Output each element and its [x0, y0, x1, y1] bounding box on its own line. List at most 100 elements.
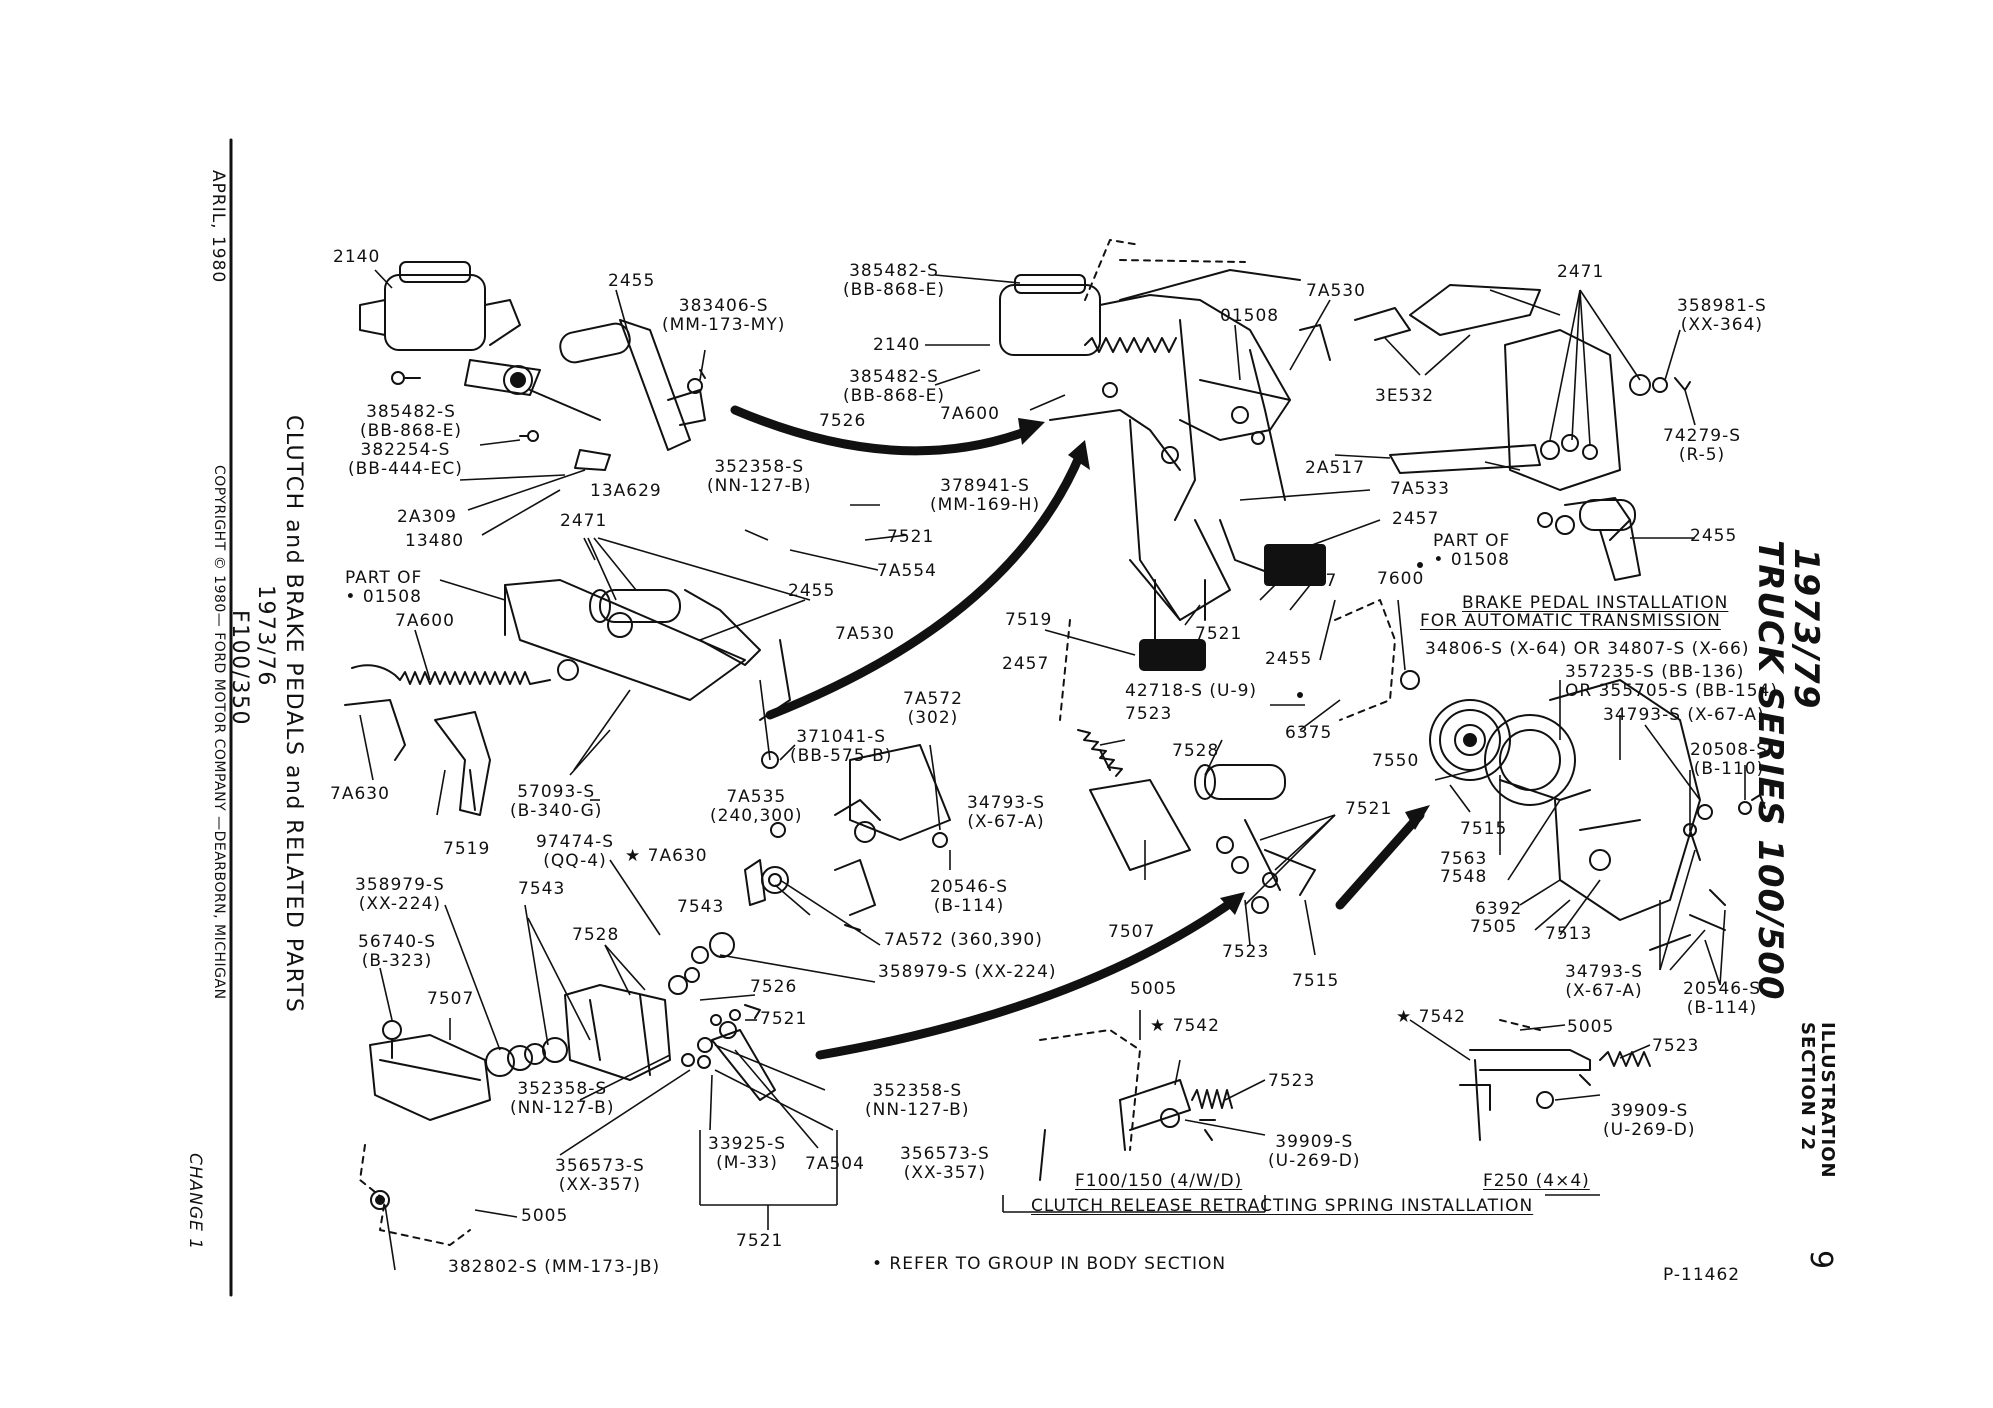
part-callout: 2140 — [333, 247, 381, 267]
part-callout: 7A600 — [940, 404, 1000, 424]
master-cylinder-left — [359, 261, 601, 421]
part-callout: 7A533 — [1390, 479, 1450, 499]
pedal-arm-left — [559, 319, 706, 451]
page-number: 9 — [1803, 1250, 1838, 1270]
section-caption: SECTION 72 — [1797, 1022, 1818, 1152]
part-callout: 2455 — [1690, 526, 1738, 546]
illustration-caption: ILLUSTRATION — [1817, 1022, 1838, 1179]
part-callout: 7507 — [427, 989, 475, 1009]
series-years: 1973/79 — [1786, 548, 1826, 710]
part-callout: 13480 — [405, 531, 465, 551]
f250-caption: F250 (4×4) — [1483, 1171, 1590, 1191]
part-callout: 7A600 — [395, 611, 455, 631]
part-callout: 7548 — [1440, 867, 1488, 887]
part-callout: 2471 — [560, 511, 608, 531]
cross-shaft-right — [1089, 749, 1316, 914]
part-callout: 5005 — [1567, 1017, 1615, 1037]
part-callout: 382254-S (BB-444-EC) — [348, 440, 463, 479]
part-callout: 356573-S (XX-357) — [900, 1144, 990, 1183]
part-callout: 371041-S (BB-575-B) — [790, 727, 893, 766]
body-section-note: • REFER TO GROUP IN BODY SECTION — [872, 1254, 1227, 1274]
part-callout: ★ 7A630 — [625, 846, 708, 866]
part-callout: 34793-S (X-67-A) — [967, 793, 1046, 832]
part-callout: 01508 — [1220, 306, 1280, 326]
part-callout: 2457 — [1392, 509, 1440, 529]
change-caption: CHANGE 1 — [185, 1153, 205, 1251]
part-callout: 39909-S (U-269-D) — [1268, 1132, 1361, 1171]
part-callout: 57093-S (B-340-G) — [510, 782, 603, 821]
part-callout: 6392 — [1475, 899, 1523, 919]
part-callout: 2A517 — [1305, 458, 1365, 478]
f100-caption: F100/150 (4/W/D) — [1075, 1171, 1243, 1191]
part-callout: 7A504 — [805, 1154, 865, 1174]
part-callout: 2140 — [873, 335, 921, 355]
part-callout: 56740-S (B-323) — [358, 932, 437, 971]
part-callout: 34793-S (X-67-A) — [1565, 962, 1644, 1001]
part-callout: 357235-S (BB-136) OR 355705-S (BB-154) — [1565, 662, 1778, 701]
part-callout: 7521 — [760, 1009, 808, 1029]
part-callout: 358979-S (XX-224) — [355, 875, 445, 914]
part-callout: 7526 — [819, 411, 867, 431]
part-callout: 7523 — [1652, 1036, 1700, 1056]
part-callout: 13A629 — [590, 481, 662, 501]
part-callout: 20546-S (B-114) — [930, 877, 1009, 916]
part-callout: PART OF • 01508 — [1433, 531, 1511, 570]
part-callout: 2455 — [1265, 649, 1313, 669]
automatic-transmission-title: BRAKE PEDAL INSTALLATION — [1462, 593, 1729, 613]
part-callout: 2471 — [1557, 262, 1605, 282]
part-callout: 358979-S (XX-224) — [878, 962, 1057, 982]
part-callout: 7523 — [1222, 942, 1270, 962]
return-spring-left — [351, 664, 551, 685]
part-callout: 358981-S (XX-364) — [1677, 296, 1767, 335]
part-callout: 74279-S (R-5) — [1663, 426, 1742, 465]
part-callout: 6375 — [1285, 723, 1333, 743]
part-callout: 7A530 — [1306, 281, 1366, 301]
part-callout: PART OF • 01508 — [345, 568, 423, 607]
automatic-transmission-subtitle: FOR AUTOMATIC TRANSMISSION — [1420, 611, 1721, 631]
plate-number: P-11462 — [1663, 1265, 1741, 1285]
page-title-years: 1973/76 — [253, 585, 278, 687]
page-title-models: F100/350 — [227, 610, 252, 727]
part-callout: 7513 — [1545, 924, 1593, 944]
part-callout: 352358-S (NN-127-B) — [510, 1079, 615, 1118]
part-callout: ★ 7542 — [1396, 1007, 1466, 1027]
part-callout: 385482-S (BB-868-E) — [843, 261, 946, 300]
part-callout: 7543 — [518, 879, 566, 899]
part-callout: 7521 — [887, 527, 935, 547]
pedal-support-left — [504, 579, 791, 721]
part-callout: 42718-S (U-9) — [1125, 681, 1258, 701]
return-spring-right — [1077, 729, 1123, 777]
part-callout: 7528 — [1172, 741, 1220, 761]
part-callout: 385482-S (BB-868-E) — [360, 402, 463, 441]
part-callout: 383406-S (MM-173-MY) — [662, 296, 786, 335]
part-callout: 7600 — [1377, 569, 1425, 589]
part-callout: 378941-S (MM-169-H) — [930, 476, 1041, 515]
pedal-box-center — [999, 269, 1331, 671]
part-callout: 7507 — [1108, 922, 1156, 942]
part-callout: 2A309 — [397, 507, 457, 527]
part-callout: 7521 — [736, 1231, 784, 1251]
copyright-caption: COPYRIGHT © 1980— FORD MOTOR COMPANY —DE… — [211, 465, 227, 1000]
part-callout: 2455 — [788, 581, 836, 601]
part-callout: 39909-S (U-269-D) — [1603, 1101, 1696, 1140]
part-callout: 7563 — [1440, 849, 1488, 869]
part-callout: 7528 — [572, 925, 620, 945]
clutch-assembly-right — [1334, 599, 1766, 951]
brake-pedal-automatic-top-right — [1354, 284, 1691, 581]
part-callout: 5005 — [1130, 979, 1178, 999]
part-callout: 7A530 — [835, 624, 895, 644]
part-callout: 20508-S (B-110) — [1690, 740, 1769, 779]
part-callout: 7A554 — [877, 561, 937, 581]
part-callout: 7521 — [1195, 624, 1243, 644]
part-callout: 7543 — [677, 897, 725, 917]
part-callout: ★ 7542 — [1150, 1016, 1220, 1036]
part-callout: 97474-S (QQ-4) — [536, 832, 615, 871]
part-callout: 34793-S (X-67-A) — [1603, 705, 1765, 725]
part-callout: 20546-S (B-114) — [1683, 979, 1762, 1018]
retracting-spring-f100 — [1039, 1029, 1233, 1181]
part-callout: 33925-S (M-33) — [708, 1134, 787, 1173]
part-callout: 7515 — [1460, 819, 1508, 839]
part-callout: 382802-S (MM-173-JB) — [448, 1257, 661, 1277]
